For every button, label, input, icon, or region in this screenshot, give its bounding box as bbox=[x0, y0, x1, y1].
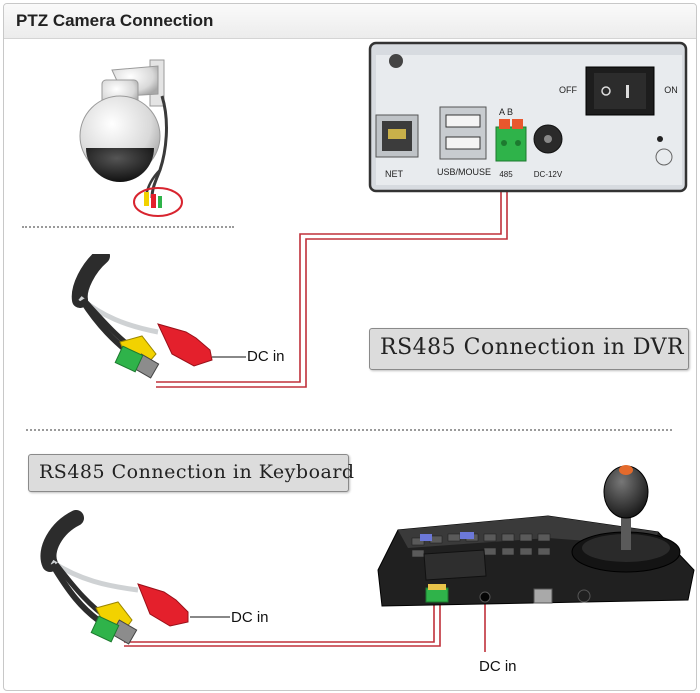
on-label: ON bbox=[664, 85, 678, 95]
ptz-keyboard-controller bbox=[377, 465, 695, 607]
rs485-terminal-icon bbox=[495, 126, 527, 162]
wiring bbox=[124, 144, 508, 652]
wire-a-keyboard bbox=[124, 600, 435, 643]
separator-top bbox=[22, 226, 234, 228]
usb-label: USB/MOUSE bbox=[437, 167, 491, 177]
dc-12v-label: DC-12V bbox=[534, 170, 563, 179]
separator-middle bbox=[26, 429, 672, 431]
camera-cable-top bbox=[71, 254, 213, 379]
ab-label: A B bbox=[499, 107, 513, 117]
header-bar: PTZ Camera Connection bbox=[4, 4, 696, 39]
rs485-plug-icon bbox=[114, 345, 144, 373]
diagram-frame: PTZ Camera Connection bbox=[3, 3, 697, 691]
power-plug-icon bbox=[157, 323, 213, 367]
camera-cable-bottom bbox=[40, 510, 189, 645]
keyboard-rs485-terminal-icon bbox=[425, 587, 449, 603]
power-plug-icon-2 bbox=[137, 583, 189, 627]
rs485-plug-icon-2 bbox=[90, 615, 120, 643]
keyboard-net-port-icon bbox=[533, 588, 553, 604]
joystick-icon bbox=[621, 508, 631, 550]
off-label: OFF bbox=[559, 85, 577, 95]
wire-a-dvr bbox=[156, 144, 502, 383]
ptz-dome-camera bbox=[79, 59, 183, 217]
dc-in-label-top: DC in bbox=[247, 348, 285, 365]
speaker-icon bbox=[577, 589, 591, 603]
dc-in-label-middle: DC in bbox=[231, 609, 269, 626]
dc-in-label-bottom: DC in bbox=[479, 658, 517, 675]
dvr-caption: RS485 Connection in DVR bbox=[380, 335, 685, 360]
dvr-caption-box: RS485 Connection in DVR bbox=[369, 328, 689, 370]
keyboard-dc-jack-icon bbox=[479, 591, 491, 603]
wire-b-dvr bbox=[156, 144, 508, 388]
page-title: PTZ Camera Connection bbox=[16, 11, 214, 30]
keyboard-caption-box: RS485 Connection in Keyboard bbox=[28, 454, 354, 492]
net-label: NET bbox=[385, 169, 404, 179]
ground-icon bbox=[655, 148, 673, 166]
dvr-rear-panel: NET USB/MOUSE 485 A B DC-12V OFF ON bbox=[368, 41, 688, 193]
screw-icon bbox=[389, 54, 403, 68]
wire-b-keyboard bbox=[124, 600, 441, 647]
port-485-label: 485 bbox=[499, 170, 513, 179]
keyboard-caption: RS485 Connection in Keyboard bbox=[39, 461, 355, 483]
